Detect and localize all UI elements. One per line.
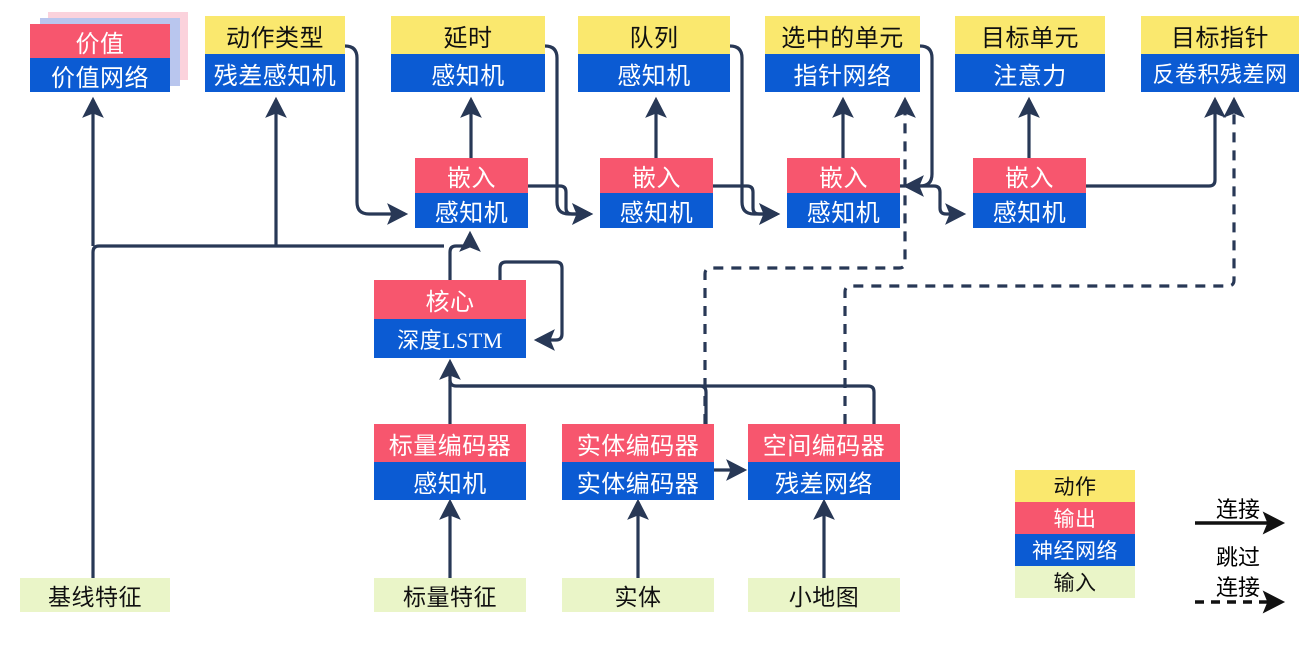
embedding-embed-2-head: 嵌入 — [600, 158, 713, 193]
output-target-point-head: 目标指针 — [1141, 16, 1299, 54]
wire-actiontype-to-embed1 — [344, 44, 409, 225]
output-action-type-head: 动作类型 — [205, 16, 345, 54]
embedding-embed-1: 嵌入感知机 — [415, 158, 528, 228]
output-queue: 队列感知机 — [578, 16, 730, 92]
output-action-type-network: 残差感知机 — [205, 54, 345, 92]
output-delay-head: 延时 — [391, 16, 545, 54]
embedding-embed-3: 嵌入感知机 — [787, 158, 900, 228]
wire-queue-to-embed3 — [729, 44, 781, 225]
output-selected-units: 选中的单元指针网络 — [765, 16, 920, 92]
legend-connection-label: 连接 — [1215, 497, 1260, 522]
legend-arrows — [1195, 511, 1286, 614]
embedding-embed-1-network: 感知机 — [415, 193, 528, 228]
encoder-scalar-encoder: 标量编码器感知机 — [374, 424, 526, 500]
input-minimap: 小地图 — [748, 578, 900, 612]
output-value: 价值价值网络 — [30, 24, 170, 92]
core-core-head: 核心 — [374, 280, 526, 319]
output-target-unit-network: 注意力 — [955, 54, 1105, 92]
embedding-embed-4-head: 嵌入 — [973, 158, 1086, 193]
wire-entityenc-to-core — [439, 358, 708, 424]
embedding-embed-4-network: 感知机 — [973, 193, 1086, 228]
skip-spatialenc-to-deconvresnet — [843, 96, 1245, 424]
embedding-embed-3-network: 感知机 — [787, 193, 900, 228]
output-selected-units-network: 指针网络 — [765, 54, 920, 92]
encoder-scalar-encoder-network: 感知机 — [374, 462, 526, 500]
wire-spatialenc-to-bus — [460, 384, 876, 424]
embedding-embed-2-network: 感知机 — [600, 193, 713, 228]
legend: 动作 输出 神经网络 输入 — [1015, 470, 1135, 598]
wire-core-to-embed1 — [448, 230, 481, 280]
output-delay: 延时感知机 — [391, 16, 545, 92]
output-target-point-network: 反卷积残差网 — [1141, 54, 1299, 92]
wire-embed4-to-targetpointer — [1086, 96, 1226, 188]
legend-skip-label-2: 连接 — [1215, 575, 1260, 600]
encoder-scalar-encoder-head: 标量编码器 — [374, 424, 526, 462]
output-value-head: 价值 — [30, 24, 170, 58]
wire-baseline-to-valuebus — [91, 244, 444, 612]
wire-delay-to-embed2 — [544, 44, 594, 225]
encoder-entity-encoder: 实体编码器实体编码器 — [562, 424, 714, 500]
output-delay-network: 感知机 — [391, 54, 545, 92]
input-baseline-features: 基线特征 — [20, 578, 170, 612]
input-scalar-features: 标量特征 — [374, 578, 526, 612]
encoder-entity-encoder-head: 实体编码器 — [562, 424, 714, 462]
output-selected-units-head: 选中的单元 — [765, 16, 920, 54]
output-target-point: 目标指针反卷积残差网 — [1141, 16, 1299, 92]
embedding-embed-1-head: 嵌入 — [415, 158, 528, 193]
output-action-type: 动作类型残差感知机 — [205, 16, 345, 92]
legend-swatch-input: 输入 — [1015, 566, 1135, 598]
legend-skip-label-1: 跳过 — [1215, 545, 1260, 570]
encoder-entity-encoder-network: 实体编码器 — [562, 462, 714, 500]
legend-swatch-network: 神经网络 — [1015, 534, 1135, 566]
skip-entityenc-to-pointernet — [703, 96, 916, 424]
output-target-unit-head: 目标单元 — [955, 16, 1105, 54]
wire-selectedunits-to-embed4 — [902, 44, 934, 197]
output-value-network: 价值网络 — [30, 58, 170, 92]
output-queue-head: 队列 — [578, 16, 730, 54]
input-entities: 实体 — [562, 578, 714, 612]
embedding-embed-4: 嵌入感知机 — [973, 158, 1086, 228]
wire-embed3-to-embed4 — [900, 184, 967, 225]
core-core-network: 深度LSTM — [374, 319, 526, 358]
output-target-unit: 目标单元注意力 — [955, 16, 1105, 92]
encoder-spatial-encoder-network: 残差网络 — [748, 462, 900, 500]
encoder-spatial-encoder: 空间编码器残差网络 — [748, 424, 900, 500]
output-queue-network: 感知机 — [578, 54, 730, 92]
legend-swatch-output: 输出 — [1015, 502, 1135, 534]
legend-swatch-action: 动作 — [1015, 470, 1135, 502]
core-core: 核心深度LSTM — [374, 280, 526, 358]
encoder-spatial-encoder-head: 空间编码器 — [748, 424, 900, 462]
embedding-embed-3-head: 嵌入 — [787, 158, 900, 193]
embedding-embed-2: 嵌入感知机 — [600, 158, 713, 228]
wire-core-recurrent-loop — [498, 260, 564, 351]
